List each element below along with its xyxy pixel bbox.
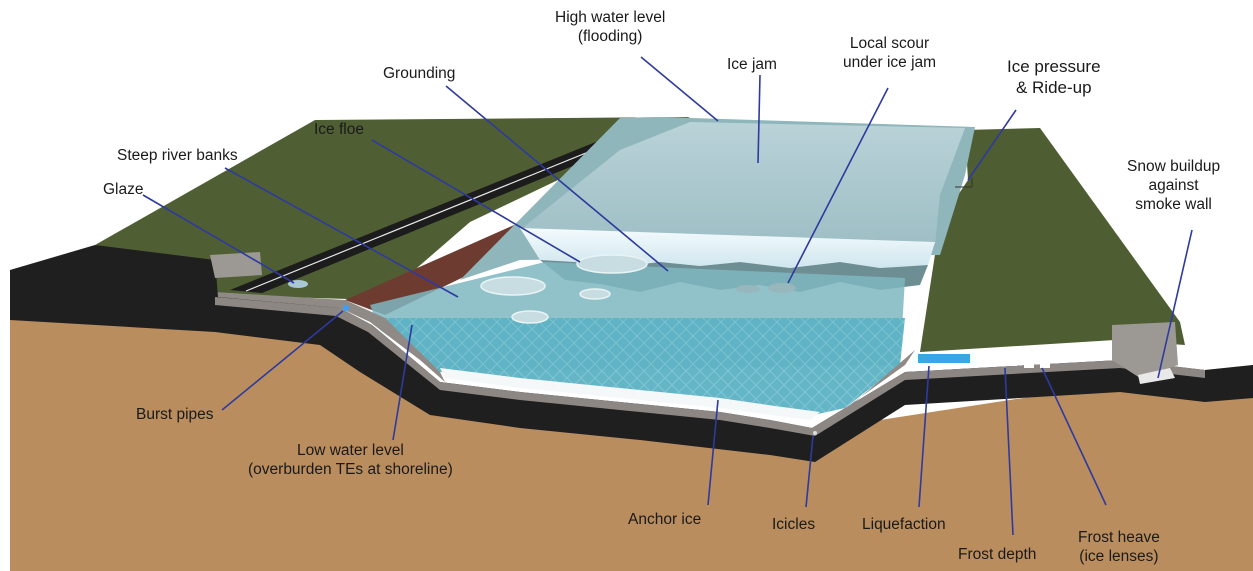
label-high-water-level: High water level (flooding) [555, 9, 666, 45]
label-liquefaction: Liquefaction [862, 516, 946, 533]
label-ice-pressure: Ice pressure & Ride-up [1007, 57, 1101, 97]
leader-liquefaction [918, 365, 930, 508]
leader-low-water [392, 324, 413, 441]
right-bank-grass [920, 128, 1185, 352]
label-local-scour: Local scour under ice jam [843, 35, 937, 71]
leader-frost-heave [1041, 367, 1107, 506]
label-glaze: Glaze [103, 181, 144, 198]
leader-burst-pipes [221, 310, 344, 411]
leader-icicles [805, 435, 814, 508]
anchor-ice [440, 368, 820, 420]
snow-pile [1138, 368, 1175, 384]
liquefaction-zone [918, 354, 970, 363]
grounded-floe [576, 254, 648, 274]
channel-liner [10, 245, 1253, 462]
leader-ice-jam [757, 74, 761, 164]
concrete-band [215, 297, 1205, 436]
leader-lines [142, 56, 1193, 536]
icicle-marker [813, 431, 817, 435]
road [230, 118, 690, 293]
leader-grounding [445, 85, 669, 272]
leader-snow-buildup [1157, 229, 1193, 379]
leader-high-water [640, 56, 719, 122]
ice-lens-2 [1040, 362, 1050, 368]
burst-pipe-marker [343, 305, 349, 311]
label-ice-floe: Ice floe [314, 121, 364, 138]
label-anchor-ice: Anchor ice [628, 511, 702, 528]
scour-hole-2 [768, 283, 796, 293]
ice-lens-1 [1024, 362, 1034, 368]
label-frost-depth: Frost depth [958, 546, 1037, 563]
left-slope [345, 218, 540, 315]
label-ice-jam: Ice jam [727, 56, 777, 73]
ice-floe-1 [480, 276, 546, 296]
leader-frost-depth [1004, 367, 1014, 536]
label-frost-heave: Frost heave (ice lenses) [1078, 529, 1160, 565]
label-grounding: Grounding [383, 65, 456, 82]
ice-jam-top [520, 122, 965, 245]
leader-ice-pressure [967, 109, 1017, 181]
label-steep-river-banks: Steep river banks [117, 147, 238, 164]
leader-glaze [142, 194, 295, 284]
leader-steep-banks [224, 167, 459, 298]
water-body [380, 318, 905, 418]
scour-hole-1 [736, 285, 760, 293]
left-bank-concrete [215, 292, 445, 382]
frost-depth-zone [972, 356, 1017, 366]
label-snow-buildup: Snow buildup against smoke wall [1127, 158, 1221, 213]
leader-anchor-ice [707, 399, 719, 506]
ice-floe-3 [511, 310, 549, 324]
ice-floe-2 [579, 288, 611, 300]
leader-local-scour [787, 87, 889, 284]
leader-ice-floe [371, 139, 581, 263]
left-smoke-wall [210, 252, 262, 278]
label-burst-pipes: Burst pipes [136, 406, 214, 423]
label-low-water-level: Low water level (overburden TEs at shore… [248, 442, 453, 478]
label-icicles: Icicles [772, 516, 816, 533]
